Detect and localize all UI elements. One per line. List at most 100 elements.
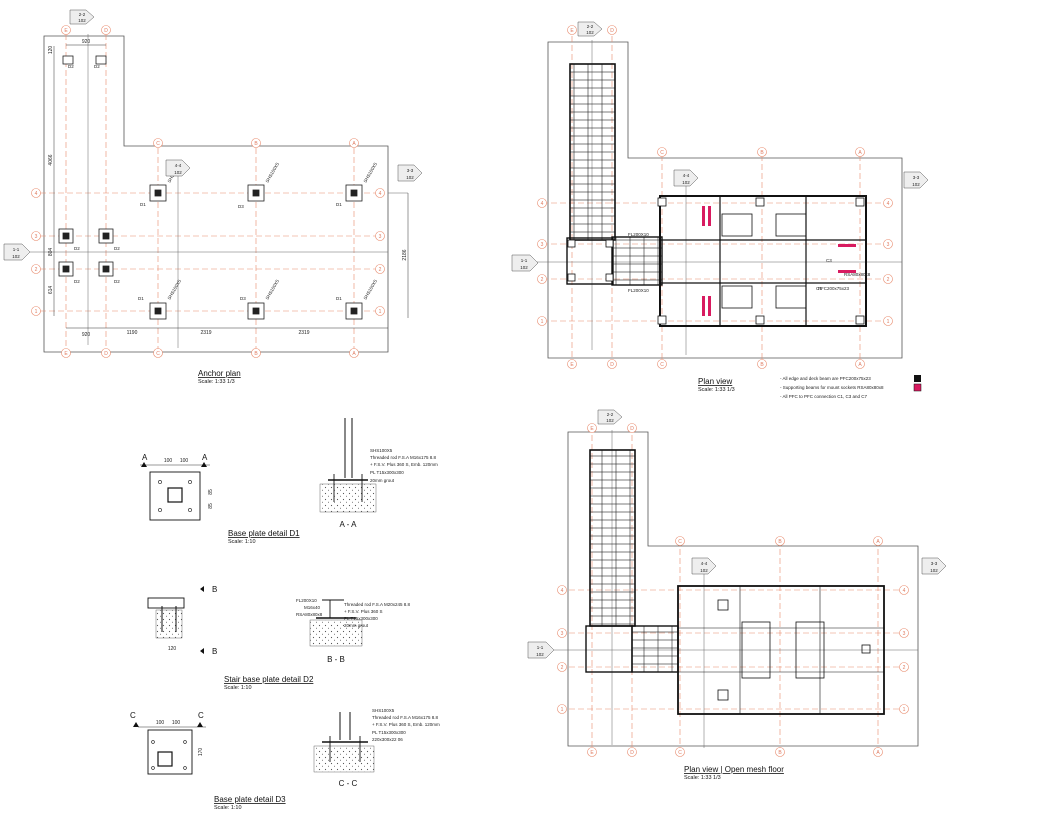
mesh-grid-bubble-a-bottom: A bbox=[876, 750, 880, 756]
d3-section-label: C - C bbox=[339, 779, 358, 788]
section-mark-1-1-mesh: 1-1 102 bbox=[527, 641, 555, 659]
section-mark-4-4-plan: 4-4 102 bbox=[673, 169, 699, 187]
mesh-grid-bubble-e-bottom: E bbox=[590, 750, 594, 756]
d1-cut-a-right: A bbox=[202, 453, 208, 462]
d3-note-2: Threaded rod F.S.A M16x175 8.8 bbox=[372, 715, 439, 720]
plan-grid-bubble-b-top: B bbox=[760, 150, 764, 156]
svg-text:102: 102 bbox=[930, 568, 938, 573]
grid-bubble-4-left: 4 bbox=[35, 191, 38, 197]
section-mark-2-2-plan: 2-2 102 bbox=[577, 21, 603, 37]
column-tag-shs: SHS100X5 bbox=[265, 278, 281, 300]
section-mark-3-3-mesh: 3-3 102 bbox=[921, 557, 947, 575]
anchor-plan-title: Anchor plan bbox=[198, 369, 241, 378]
anchor-plan: E D C B A E D C B A 4 3 2 bbox=[3, 9, 423, 385]
grid-bubble-4-right: 4 bbox=[379, 191, 382, 197]
dim-2319-b: 2319 bbox=[298, 330, 309, 336]
grid-bubble-c-bottom: C bbox=[156, 351, 160, 357]
d3-cut-c-left: C bbox=[130, 711, 136, 720]
mesh-grid-bubble-a-top: A bbox=[876, 539, 880, 545]
anchor-base-plates bbox=[58, 55, 363, 320]
plan-grid-bubble-4-right: 4 bbox=[887, 201, 890, 207]
svg-text:102: 102 bbox=[406, 175, 414, 180]
grid-bubble-b-top: B bbox=[254, 141, 258, 147]
svg-text:2-2: 2-2 bbox=[79, 12, 86, 17]
svg-text:3-3: 3-3 bbox=[931, 561, 938, 566]
mesh-deck bbox=[677, 585, 885, 715]
svg-text:102: 102 bbox=[78, 18, 86, 23]
plate-tag-d2: D2 bbox=[68, 64, 74, 69]
d3-note-5: 220x300x22 06 bbox=[372, 737, 403, 742]
dim-120: 120 bbox=[48, 46, 54, 55]
d2-dim-a: 120 bbox=[168, 646, 177, 652]
d2-section-bb: FL200X10 M16x40 RSA80x80x8 Threaded rod … bbox=[296, 598, 411, 664]
plan-note-rsa: RSA80x80x8 bbox=[844, 272, 871, 277]
d3-cut-c-right: C bbox=[198, 711, 204, 720]
mesh-grid-bubble-2-left: 2 bbox=[561, 665, 564, 671]
svg-text:3-3: 3-3 bbox=[407, 168, 414, 173]
plan-view-scale: Scale: 1:33 1/3 bbox=[698, 387, 735, 393]
plan-view: FL200X10 FL200X10 PFC200x75x23 RSA80x80x… bbox=[511, 21, 929, 399]
plate-tag-d2: D2 bbox=[94, 64, 100, 69]
column-tag-shs: SHS100X5 bbox=[265, 161, 281, 183]
svg-text:102: 102 bbox=[682, 180, 690, 185]
plate-tag-d2: D2 bbox=[74, 246, 80, 251]
grid-bubble-3-left: 3 bbox=[35, 234, 38, 240]
mesh-grid-bubble-4-right: 4 bbox=[903, 588, 906, 594]
section-mark-2-2-mesh: 2-2 102 bbox=[597, 409, 623, 425]
grid-bubble-1-right: 1 bbox=[379, 309, 382, 315]
d2-cut-b-bottom: B bbox=[212, 647, 217, 656]
svg-text:102: 102 bbox=[700, 568, 708, 573]
d2-note-4: Threaded rod F.S.A M20x245 8.8 bbox=[344, 602, 411, 607]
legend-item-3: - All PFC to PFC connection C1, C3 and C… bbox=[780, 394, 868, 399]
plan-grid-bubble-2-right: 2 bbox=[887, 277, 890, 283]
dim-804: 804 bbox=[48, 248, 54, 257]
svg-text:3-3: 3-3 bbox=[913, 175, 920, 180]
svg-text:4-4: 4-4 bbox=[683, 173, 690, 178]
legend-swatch-magenta bbox=[913, 383, 922, 392]
legend-item-2: - Supporting beams for mount sockets RSA… bbox=[780, 385, 884, 390]
d3-dim-a: 100 bbox=[156, 720, 165, 726]
plan-grid-bubble-b-bottom: B bbox=[760, 362, 764, 368]
d2-note-1: FL200X10 bbox=[296, 598, 317, 603]
d1-title: Base plate detail D1 bbox=[228, 529, 300, 538]
svg-text:102: 102 bbox=[12, 254, 20, 259]
plan-grid-bubble-1-right: 1 bbox=[887, 319, 890, 325]
plate-tag-d1: D1 bbox=[336, 296, 342, 301]
mesh-plan-title: Plan view | Open mesh floor bbox=[684, 765, 784, 774]
mesh-grid-bubble-2-right: 2 bbox=[903, 665, 906, 671]
plan-note-fl200: FL200X10 bbox=[628, 232, 649, 237]
d1-dim-a: 100 bbox=[164, 458, 173, 464]
mesh-plan-outline bbox=[567, 431, 919, 747]
d1-note-1: SHS100X5 bbox=[370, 448, 393, 453]
legend-item-1: - All edge and deck beam are PFC200x75x2… bbox=[780, 376, 871, 381]
grid-bubble-e-top: E bbox=[64, 28, 68, 34]
plan-grid-bubble-e-bottom: E bbox=[570, 362, 574, 368]
mesh-grid-bubble-1-right: 1 bbox=[903, 707, 906, 713]
mesh-grid-bubble-3-left: 3 bbox=[561, 631, 564, 637]
d3-note-1: SHS100X5 bbox=[372, 708, 395, 713]
grid-bubble-a-bottom: A bbox=[352, 351, 356, 357]
grid-bubble-2-right: 2 bbox=[379, 267, 382, 273]
plan-grid-bubble-e-top: E bbox=[570, 28, 574, 34]
d2-scale: Scale: 1:10 bbox=[224, 685, 252, 691]
dim-1190: 1190 bbox=[127, 330, 138, 336]
d1-cut-a-left: A bbox=[142, 453, 148, 462]
d1-dim-b: 100 bbox=[180, 458, 189, 464]
d3-title: Base plate detail D3 bbox=[214, 795, 286, 804]
d1-dim-c: 85 bbox=[208, 489, 214, 495]
plan-view-title: Plan view bbox=[698, 377, 732, 386]
section-mark-1-1-plan: 1-1 102 bbox=[511, 254, 539, 272]
d3-section-cc: SHS100X5 Threaded rod F.S.A M16x175 8.8 … bbox=[313, 708, 440, 788]
svg-text:102: 102 bbox=[520, 265, 528, 270]
d2-note-5: + F.S.V. Plus 360 S bbox=[344, 609, 382, 614]
dim-920-top: 920 bbox=[82, 39, 91, 45]
plate-tag-d3: D3 bbox=[240, 296, 246, 301]
mesh-grid-bubble-d-top: D bbox=[630, 426, 634, 432]
legend: - All edge and deck beam are PFC200x75x2… bbox=[780, 375, 922, 399]
plan-note-pfc: PFC200x75x23 bbox=[818, 286, 850, 291]
plan-note-c3: C3 bbox=[826, 258, 832, 263]
plate-tag-d2: D2 bbox=[114, 279, 120, 284]
plan-grid-bubble-a-bottom: A bbox=[858, 362, 862, 368]
anchor-plan-scale: Scale: 1:33 1/3 bbox=[198, 379, 235, 385]
